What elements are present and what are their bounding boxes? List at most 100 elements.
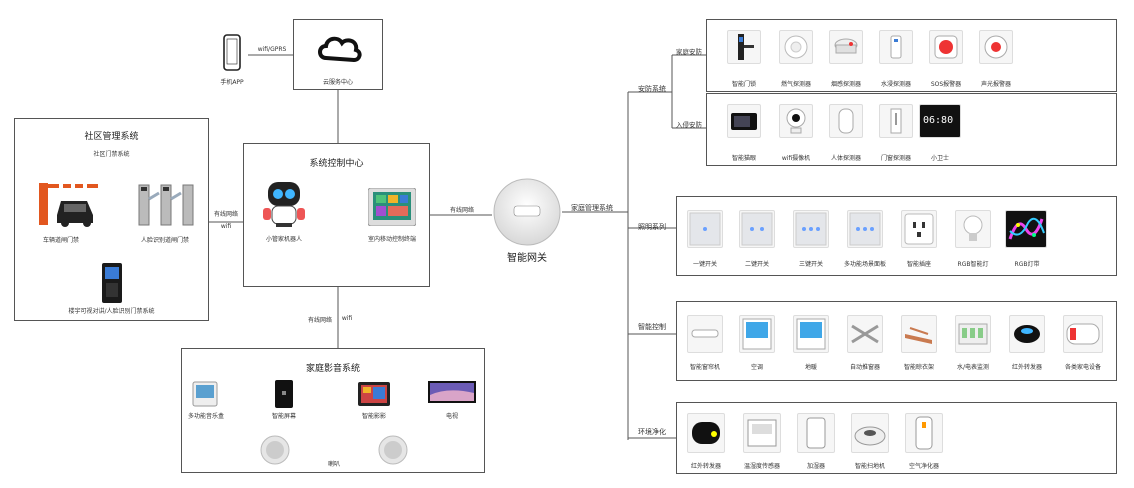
switch-3-icon [793,210,829,248]
lighting-item-1: 一键开关 [692,261,717,268]
lighting-item-2: 二键开关 [744,261,769,268]
smart-peephole-icon [727,104,761,138]
environment-box: 红外转发器 温湿度传感器 加湿器 智能扫地机 空气净化器 [676,402,1117,474]
vehicle-barrier-icon [37,179,101,229]
wifi-label-left: wifi [220,223,232,230]
switch-1-icon [687,210,723,248]
control-item-6: 水/电表监测 [956,364,990,371]
music-box-icon [192,381,218,407]
tv-icon [428,381,476,405]
siren-alarm-icon [979,30,1013,64]
av-system-box: 家庭影音系统 多功能音乐盒 智能屏幕 智能影影 电视 喇叭 [181,348,485,473]
air-purifier-icon [905,413,943,453]
cloud-label: 云服务中心 [322,79,353,86]
control-item-2: 空调 [750,364,763,371]
smart-lock-icon [727,30,761,64]
lighting-item-5: 智能插座 [906,261,931,268]
curtain-motor-icon [687,315,723,353]
env-item-2: 温湿度传感器 [743,463,780,470]
lighting-item-6: RGB智能灯 [957,261,989,268]
community-subtitle: 社区门禁系统 [93,151,130,158]
clothes-rack-icon [901,315,937,353]
env-item-1: 红外转发器 [690,463,721,470]
guard-clock-icon: 06:80 [919,104,961,138]
env-ir-blaster-icon [687,413,725,453]
community-system-box: 社区管理系统 社区门禁系统 车辆道闸门禁 人脸识别道闸门禁 楼宇可视对讲/人脸识… [14,118,209,321]
intrusion-security-label: 入侵安防 [676,121,702,129]
control-item-3: 地暖 [804,364,817,371]
ir-blaster-icon [1009,315,1045,353]
speaker-icon-right [378,435,408,465]
env-item-3: 加湿器 [806,463,825,470]
sos-alarm-icon [929,30,963,64]
intercom-label: 楼宇可视对讲/人脸识别门禁系统 [68,308,155,315]
robot-vacuum-icon [851,413,889,453]
control-label: 智能控制 [638,323,666,331]
lighting-item-3: 三键开关 [798,261,823,268]
wired-label-left: 有线网络 [213,211,238,218]
intrusion-item-5: 小卫士 [930,155,949,162]
gateway-label: 智能网关 [507,253,547,264]
env-label: 环境净化 [638,428,666,436]
cloud-icon [318,36,362,63]
system-title: 系统控制中心 [309,159,364,169]
security-home-item-2: 燃气探测器 [780,81,811,88]
gateway-icon [492,176,562,248]
intrusion-security-box: 智能猫眼 wifi摄像机 人体探测器 门窗探测器 06:80 小卫士 [706,93,1117,166]
env-item-5: 空气净化器 [908,463,939,470]
control-item-8: 各类家电设备 [1064,364,1101,371]
scene-panel-icon [847,210,883,248]
humidifier-icon [797,413,835,453]
home-management-label: 家庭管理系统 [571,204,613,212]
security-label: 安防系统 [638,85,666,93]
speaker-label: 喇叭 [327,461,340,468]
temp-humidity-icon [743,413,781,453]
water-detector-icon [879,30,913,64]
phone-icon [222,34,242,72]
env-item-4: 智能扫地机 [854,463,885,470]
appliance-icon [1063,315,1103,353]
smoke-detector-icon [829,30,863,64]
robot-label: 小管家机器人 [265,236,302,243]
control-item-5: 智能晾衣架 [903,364,934,371]
speaker-icon-left [260,435,290,465]
av-item-1: 多功能音乐盒 [187,413,224,420]
wired-label-right: 有线网络 [449,207,474,214]
community-title: 社区管理系统 [84,132,139,142]
turnstile-icon [133,179,199,229]
home-security-label: 家庭安防 [676,48,702,56]
system-control-box: 系统控制中心 小管家机器人 室内移动控制终端 [243,143,430,287]
lighting-item-7: RGB灯带 [1014,261,1040,268]
security-home-item-3: 烟感探测器 [830,81,861,88]
smart-socket-icon [901,210,937,248]
wifi-gprs-label: wifi/GPRS [257,46,287,53]
security-home-item-1: 智能门锁 [731,81,756,88]
security-home-item-5: SOS报警器 [930,81,962,88]
av-title: 家庭影音系统 [305,364,360,374]
lighting-box: 一键开关 二键开关 三键开关 多功能场景面板 智能插座 RGB智能灯 RGB灯带 [676,196,1117,276]
gas-detector-icon [779,30,813,64]
ac-panel-icon [739,315,775,353]
av-item-3: 智能影影 [361,413,386,420]
intrusion-item-4: 门窗探测器 [880,155,911,162]
intrusion-item-1: 智能猫眼 [731,155,756,162]
control-panel-icon [367,187,417,227]
meter-monitor-icon [955,315,991,353]
door-sensor-icon [879,104,913,138]
cloud-service-box: 云服务中心 [293,19,383,90]
wifi-camera-icon [779,104,813,138]
av-item-2: 智能屏幕 [271,413,296,420]
motion-detector-icon [829,104,863,138]
switch-2-icon [739,210,775,248]
lighting-item-4: 多功能场景面板 [843,261,886,268]
window-pusher-icon [847,315,883,353]
control-item-4: 自动推窗器 [849,364,880,371]
smart-screen-icon [274,379,294,409]
rgb-bulb-icon [955,210,991,248]
wired-label-bottom: 有线网络 [307,317,332,324]
panel-label: 室内移动控制终端 [367,236,416,243]
lighting-label: 照明系列 [638,223,666,231]
smart-display-icon [357,381,391,407]
face-gate-label: 人脸识别道闸门禁 [140,237,189,244]
intercom-icon [101,263,123,303]
